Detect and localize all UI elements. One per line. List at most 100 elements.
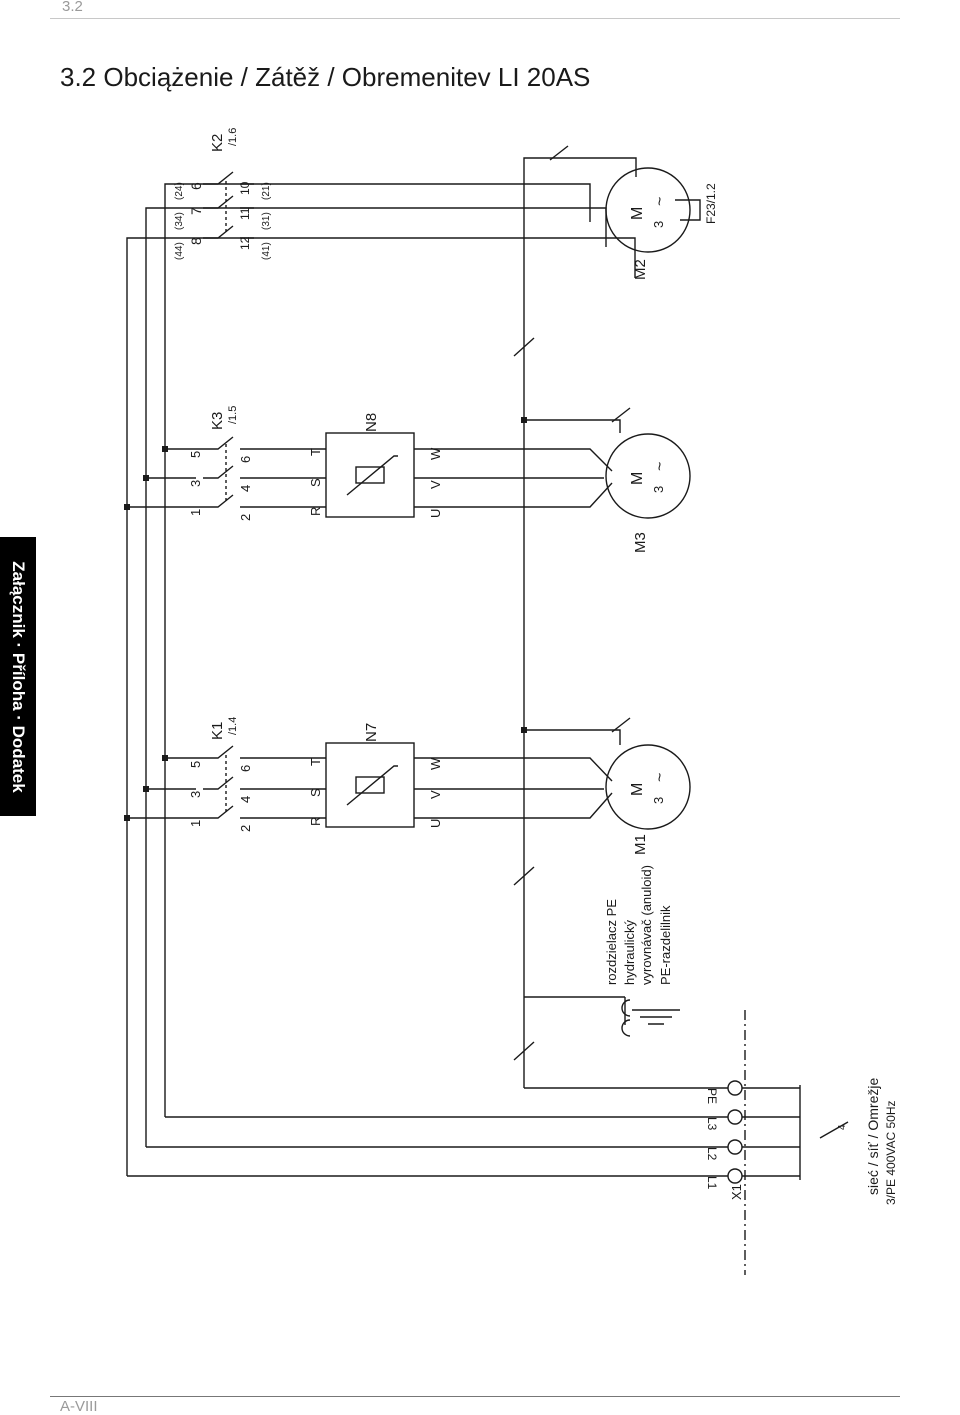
slash-5 [611, 717, 631, 733]
k1-pin-4: 4 [238, 796, 253, 803]
k2-label: K2 [209, 134, 226, 152]
k3-pin-4: 4 [238, 485, 253, 492]
k1-contact-3 [203, 745, 254, 759]
pe-to-m3 [524, 419, 621, 433]
pe-distributor-line-3: vyrovnávač (anuloid) [639, 865, 654, 985]
n8-thermistor [355, 466, 385, 484]
page-title: 3.2 Obciążenie / Zátěž / Obremenitev LI … [60, 62, 591, 92]
supply-wire-count: 4 [837, 1124, 848, 1130]
m3-label: M3 [632, 532, 649, 553]
footer-divider [50, 1396, 900, 1397]
bus-pe [523, 157, 637, 1088]
k3-ref: /1.5 [227, 406, 239, 424]
wire-n8-m3-1 [414, 482, 613, 508]
junction-pe-m1 [521, 727, 527, 733]
junction-l1-k3 [124, 504, 130, 510]
motor-m1 [605, 744, 691, 830]
n8-in-r: R [308, 507, 323, 516]
m2-label: M2 [632, 259, 649, 280]
n7-label: N7 [363, 723, 380, 742]
motor-m2 [605, 167, 691, 253]
page-number: 3.2 [62, 0, 83, 15]
k1-pin-6: 6 [238, 765, 253, 772]
k3-contact-2 [203, 465, 254, 479]
pe-distributor-symbol [612, 996, 680, 1025]
supply-slash [819, 1121, 849, 1139]
k3-pin-2: 2 [238, 514, 253, 521]
terminal-l1-label: L1 [705, 1176, 719, 1190]
k2-alt-41: (41) [261, 242, 272, 260]
n8-label: N8 [363, 413, 380, 432]
m2-tilde: ~ [652, 197, 669, 206]
k2-alt-21: (21) [261, 182, 272, 200]
pe-distributor-line-1: rozdzielacz PE [604, 899, 619, 985]
n8-in-s: S [308, 478, 323, 487]
slash-2 [513, 866, 535, 886]
k3-contact-3 [203, 436, 254, 450]
n7-out-w: W [428, 757, 443, 770]
n8-thermistor-slash [346, 455, 398, 496]
k2-alt-44: (44) [174, 242, 185, 260]
k2-pin-10: 10 [238, 181, 252, 195]
pe-hydraulic-arc-2 [621, 1019, 631, 1037]
k1-label: K1 [209, 722, 226, 740]
k2-ref: /1.6 [227, 128, 239, 146]
n7-out-u: U [428, 819, 443, 828]
pe-distributor-line-2: hydraulický [622, 919, 637, 985]
header-divider [50, 18, 900, 19]
bus-l1 [126, 237, 636, 1176]
k2-contact-1 [203, 225, 254, 239]
junction-l2-k1 [143, 786, 149, 792]
bus-l3 [164, 183, 591, 1117]
n8-out-u: U [428, 509, 443, 518]
n8-out-w: W [428, 447, 443, 460]
n8-in-t: T [308, 448, 323, 456]
k1-contact-1 [203, 805, 254, 819]
terminal-l2 [727, 1139, 743, 1155]
k1-ref: /1.4 [227, 717, 239, 735]
m3-symbol: M [629, 472, 646, 485]
k1-pin-3: 3 [188, 791, 203, 798]
n8-out-v: V [428, 480, 443, 489]
m2-protection: F23/1.2 [704, 183, 718, 224]
k2-alt-24: (24) [174, 182, 185, 200]
terminal-pe-label: PE [705, 1088, 719, 1104]
n7-in-r: R [308, 817, 323, 826]
junction-l3-k3 [162, 446, 168, 452]
k1-contact-2 [203, 776, 254, 790]
bus-l2 [145, 207, 607, 1147]
m3-phase: 3 [651, 486, 666, 493]
pe-hydraulic-arc-1 [621, 999, 631, 1017]
wire-n7-m1-1 [414, 792, 613, 819]
terminal-l3-label: L3 [705, 1117, 719, 1131]
m2-thermal-loop [675, 199, 701, 221]
m2-phase: 3 [651, 221, 666, 228]
wire-n8-m3-3 [414, 448, 613, 472]
appendix-side-tab: Załącznik · Příloha · Dodatek [0, 537, 36, 816]
m2-symbol: M [629, 207, 646, 220]
junction-l3-k1 [162, 755, 168, 761]
k3-pin-3: 3 [188, 480, 203, 487]
junction-l2-k3 [143, 475, 149, 481]
n8-converter [325, 432, 415, 518]
k3-pin-5: 5 [188, 451, 203, 458]
k2-alt-31: (31) [261, 212, 272, 230]
k2-pin-7: 7 [188, 207, 204, 215]
n7-in-s: S [308, 788, 323, 797]
motor-m3 [605, 433, 691, 519]
k2-contact-3 [203, 171, 254, 185]
m1-tilde: ~ [652, 773, 669, 782]
junction-l1-k1 [124, 815, 130, 821]
junction-pe-m3 [521, 417, 527, 423]
k3-pin-6: 6 [238, 456, 253, 463]
k3-contact-1 [203, 494, 254, 508]
terminal-l3 [727, 1109, 743, 1125]
k1-pin-1: 1 [188, 820, 203, 827]
m3-tilde: ~ [652, 462, 669, 471]
k3-label: K3 [209, 412, 226, 430]
supply-label-line-2: 3/PE 400VAC 50Hz [884, 1100, 898, 1205]
terminal-l2-label: L2 [705, 1147, 719, 1161]
pe-to-m1 [524, 729, 621, 745]
k1-pin-5: 5 [188, 761, 203, 768]
